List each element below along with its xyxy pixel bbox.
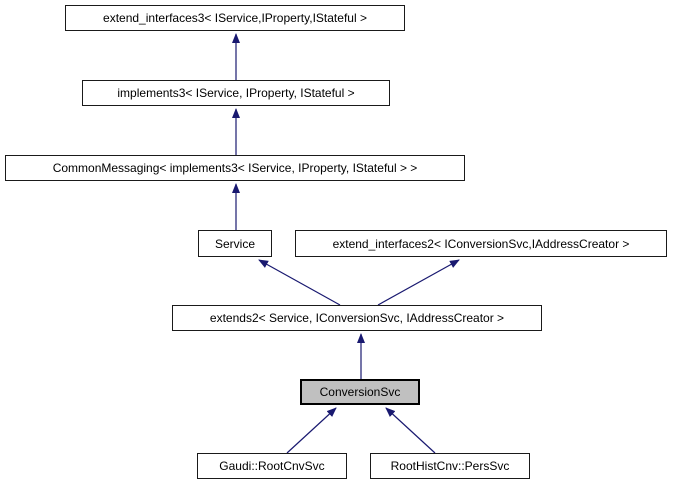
node-extend-interfaces2[interactable]: extend_interfaces2< IConversionSvc,IAddr… xyxy=(295,230,667,257)
node-extend-interfaces3[interactable]: extend_interfaces3< IService,IProperty,I… xyxy=(65,5,405,31)
node-conversion-svc-current: ConversionSvc xyxy=(300,379,420,405)
node-common-messaging[interactable]: CommonMessaging< implements3< IService, … xyxy=(5,155,465,181)
node-extends2[interactable]: extends2< Service, IConversionSvc, IAddr… xyxy=(172,305,542,331)
node-service[interactable]: Service xyxy=(198,230,272,257)
node-implements3[interactable]: implements3< IService, IProperty, IState… xyxy=(82,80,390,106)
inheritance-arrow-pers-svc-to-conversion-svc xyxy=(385,407,436,454)
inheritance-arrow-extends2-to-service xyxy=(258,259,341,306)
node-root-hist-cnv-pers-svc[interactable]: RootHistCnv::PersSvc xyxy=(370,453,530,479)
inheritance-arrow-root-cnv-svc-to-conversion-svc xyxy=(286,407,337,454)
inheritance-arrow-extends2-to-extend-interfaces2 xyxy=(377,259,460,306)
node-gaudi-root-cnv-svc[interactable]: Gaudi::RootCnvSvc xyxy=(197,453,347,479)
